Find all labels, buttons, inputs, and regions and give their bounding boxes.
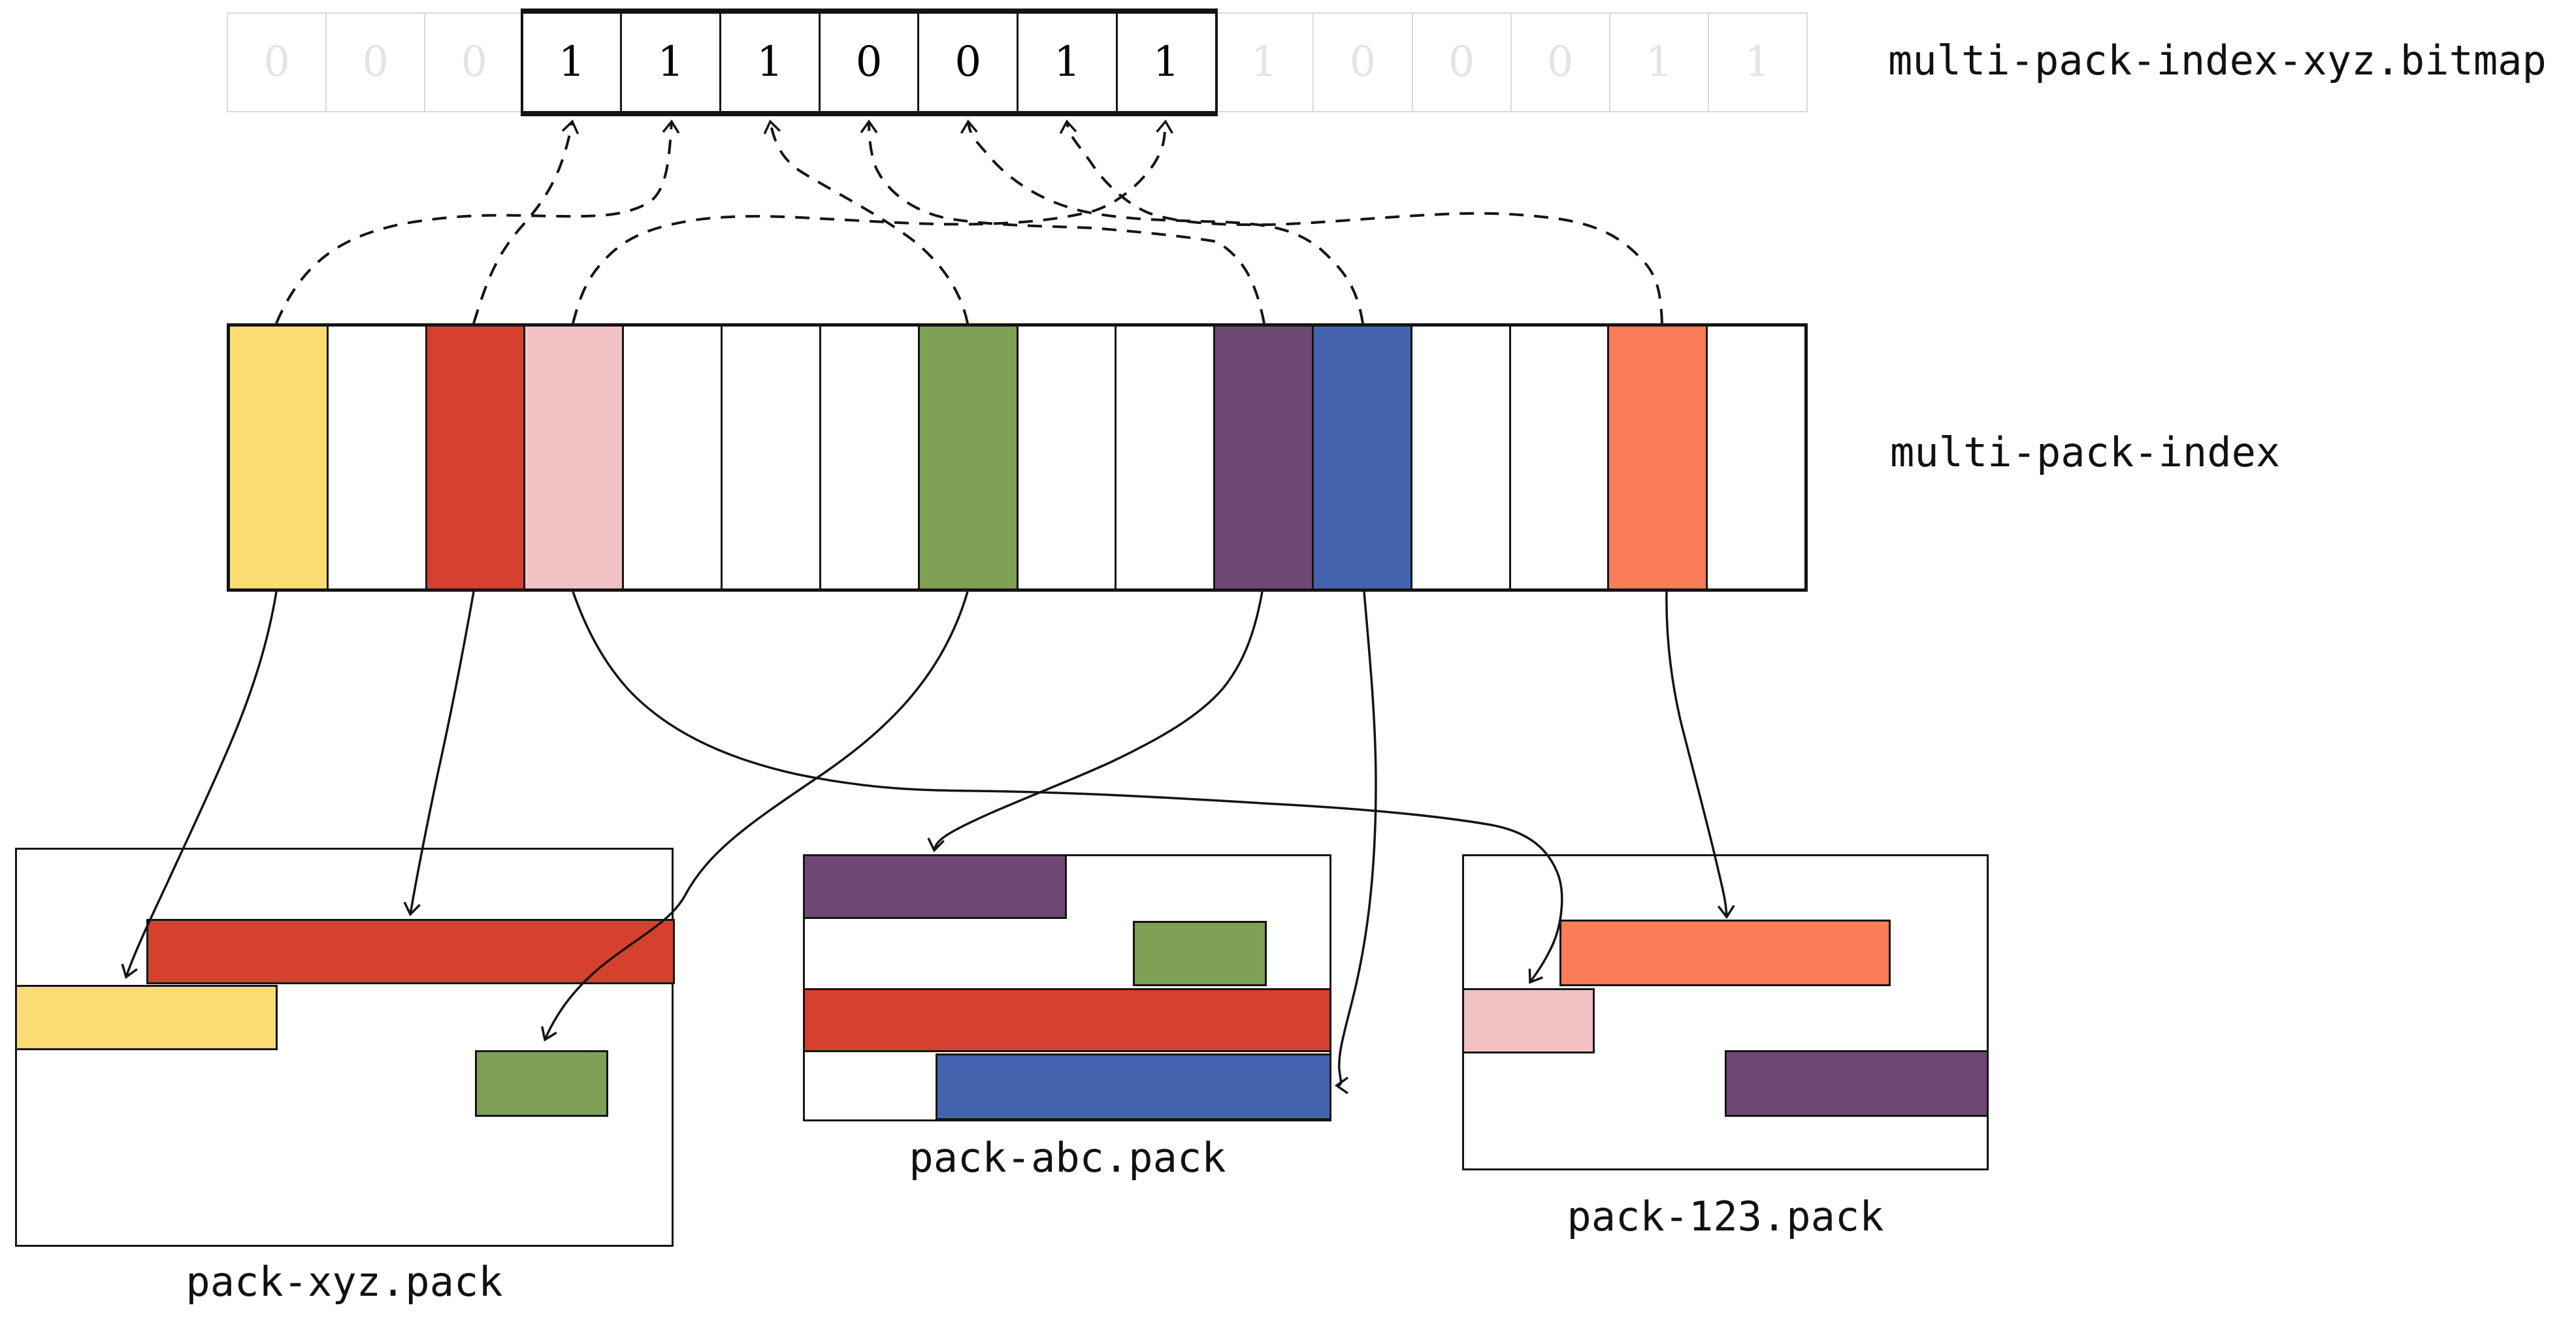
bitmap-bit: 0 xyxy=(425,14,525,111)
bitmap-link-yellow xyxy=(275,119,680,324)
midx-entry-empty xyxy=(1117,327,1216,588)
pack-object-yellow xyxy=(15,985,278,1050)
midx-entry-empty xyxy=(329,327,427,588)
bitmap-link-orange xyxy=(1059,119,1663,324)
bitmap-bit: 0 xyxy=(919,14,1019,111)
bitmap-bit: 0 xyxy=(228,14,327,111)
midx-entry-empty xyxy=(723,327,821,588)
pack-object-orange xyxy=(1559,920,1891,986)
bitmap-bit: 1 xyxy=(1215,14,1314,111)
bitmap-label: multi-pack-index-xyz.bitmap xyxy=(1888,37,2547,84)
midx-entry-pink xyxy=(525,327,625,588)
pack-object-green xyxy=(475,1050,608,1117)
midx-entry-empty xyxy=(1412,327,1511,588)
midx-entry-empty xyxy=(1019,327,1117,588)
pack-link-blue xyxy=(1334,591,1377,1095)
midx-entry-empty xyxy=(1708,327,1804,588)
bitmap-link-purple xyxy=(860,119,1265,324)
pack-object-pink xyxy=(1462,988,1595,1053)
bitmap-bit: 0 xyxy=(820,14,920,111)
bitmap-bit: 1 xyxy=(1019,14,1118,111)
midx-label: multi-pack-index xyxy=(1890,428,2281,476)
bitmap-bit: 0 xyxy=(327,14,426,111)
midx-entry-empty xyxy=(1511,327,1610,588)
pack-abc-label: pack-abc.pack xyxy=(909,1134,1226,1181)
midx-entry-blue xyxy=(1313,327,1412,588)
bitmap-bit: 0 xyxy=(1512,14,1610,111)
midx-entry-orange xyxy=(1609,327,1708,588)
midx-entry-yellow xyxy=(230,327,329,588)
bitmap-bit: 1 xyxy=(622,14,722,111)
bitmap-bit: 0 xyxy=(1314,14,1413,111)
bitmap-link-green xyxy=(763,120,969,324)
pack-object-red xyxy=(803,988,1331,1052)
bitmap-link-red xyxy=(472,120,579,324)
bitmap-bit: 1 xyxy=(523,14,623,111)
midx-entry-empty xyxy=(821,327,920,588)
bitmap-bit: 1 xyxy=(721,14,821,111)
midx-cells xyxy=(227,323,1808,592)
pack-object-purple xyxy=(1725,1050,1989,1117)
bitmap-bit: 0 xyxy=(1413,14,1512,111)
pack-object-green xyxy=(1133,921,1267,986)
midx-entry-red xyxy=(427,327,526,588)
pack-object-blue xyxy=(936,1053,1331,1120)
bitmap-bit: 1 xyxy=(1117,14,1215,111)
midx-entry-purple xyxy=(1215,327,1314,588)
pack-object-purple xyxy=(803,854,1067,919)
bitmap-bit: 1 xyxy=(1610,14,1709,111)
pack-link-purple xyxy=(927,591,1264,852)
bitmap-bit: 1 xyxy=(1744,38,1771,86)
bitmap-link-pink xyxy=(572,119,1174,324)
midx-entry-empty xyxy=(624,327,723,588)
pack-xyz-label: pack-xyz.pack xyxy=(186,1258,503,1306)
pack-123-label: pack-123.pack xyxy=(1567,1193,1884,1240)
bitmap-link-blue xyxy=(960,119,1364,324)
pack-object-red xyxy=(146,919,675,984)
midx-entry-green xyxy=(919,327,1019,588)
